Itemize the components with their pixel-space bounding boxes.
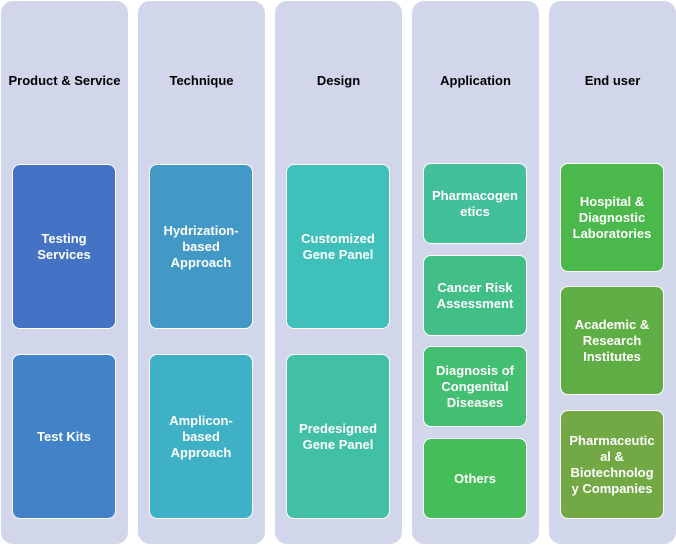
column-end-user: End user Hospital & Diagnostic Laborator…	[549, 1, 676, 544]
box-congenital-diseases: Diagnosis of Congenital Diseases	[423, 346, 527, 427]
box-predesigned-gene-panel: Predesigned Gene Panel	[286, 354, 390, 519]
box-pharma-biotech: Pharmaceutic al & Biotechnolog y Compani…	[560, 410, 664, 519]
box-testing-services: Testing Services	[12, 164, 116, 329]
box-hospital-laboratories: Hospital & Diagnostic Laboratories	[560, 163, 664, 272]
box-others: Others	[423, 438, 527, 519]
column-product-service: Product & Service Testing Services Test …	[1, 1, 128, 544]
box-test-kits: Test Kits	[12, 354, 116, 519]
column-title: End user	[584, 73, 641, 88]
column-application: Application Pharmacogen etics Cancer Ris…	[412, 1, 539, 544]
column-technique: Technique Hydrization- based Approach Am…	[138, 1, 265, 544]
box-cancer-risk-assessment: Cancer Risk Assessment	[423, 255, 527, 336]
box-customized-gene-panel: Customized Gene Panel	[286, 164, 390, 329]
box-amplicon-approach: Amplicon- based Approach	[149, 354, 253, 519]
column-design: Design Customized Gene Panel Predesigned…	[275, 1, 402, 544]
column-title: Design	[316, 73, 361, 88]
box-academic-institutes: Academic & Research Institutes	[560, 286, 664, 395]
column-title: Application	[440, 73, 511, 88]
box-hybridization-approach: Hydrization- based Approach	[149, 164, 253, 329]
column-title: Product & Service	[8, 73, 121, 88]
column-title: Technique	[169, 73, 234, 88]
box-pharmacogenetics: Pharmacogen etics	[423, 163, 527, 244]
